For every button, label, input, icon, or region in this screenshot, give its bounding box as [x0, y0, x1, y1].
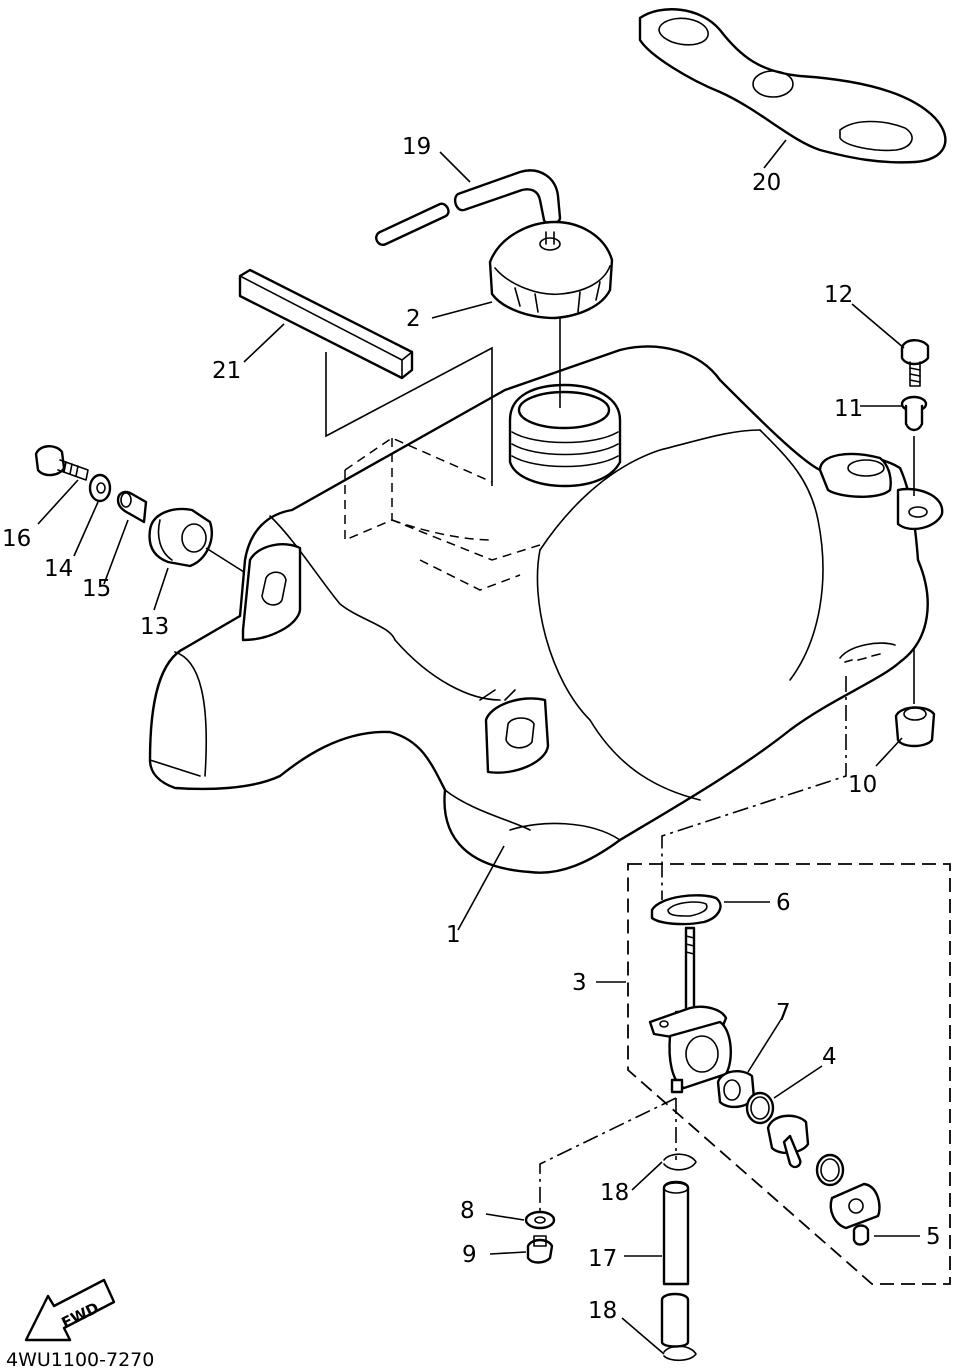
part-plate — [829, 1182, 881, 1230]
callout-20: 20 — [752, 170, 781, 196]
callout-3: 3 — [572, 970, 587, 996]
part-8-washer — [524, 1210, 556, 1230]
part-o-ring-2 — [815, 1153, 845, 1187]
callout-2: 2 — [406, 306, 421, 332]
part-4-o-ring — [745, 1091, 775, 1125]
part-1-fuel-tank — [148, 345, 944, 874]
callout-18-upper: 18 — [600, 1180, 629, 1206]
callout-13: 13 — [140, 614, 169, 640]
callout-7: 7 — [776, 1000, 791, 1026]
part-2-fuel-cap — [488, 220, 614, 320]
part-12-bolt — [900, 339, 930, 387]
part-15-collar — [116, 490, 148, 524]
part-17-fuel-hose — [662, 1180, 690, 1286]
callout-15: 15 — [82, 576, 111, 602]
callout-19: 19 — [402, 134, 431, 160]
part-10-grommet — [894, 706, 936, 748]
callout-16: 16 — [2, 526, 31, 552]
part-hose-end — [660, 1292, 690, 1348]
part-9-drain-screw — [526, 1235, 554, 1264]
part-16-bolt — [34, 445, 89, 481]
part-19-breather-hose — [375, 169, 562, 246]
fwd-arrow: FWD — [24, 1278, 116, 1342]
diagram-code: 4WU1100-7270 — [6, 1349, 154, 1371]
part-11-collar — [900, 395, 928, 432]
callout-11: 11 — [834, 396, 863, 422]
callout-8: 8 — [460, 1198, 475, 1224]
leader-lines — [37, 139, 920, 1355]
part-3-fuel-cock-body — [648, 926, 732, 1094]
part-lever — [766, 1114, 810, 1169]
callout-labels: 1 2 3 4 5 6 7 8 9 10 11 12 13 14 15 16 1… — [2, 134, 941, 1324]
part-14-washer — [88, 473, 112, 503]
callout-17: 17 — [588, 1246, 617, 1272]
callout-4: 4 — [822, 1044, 837, 1070]
callout-9: 9 — [462, 1242, 477, 1268]
part-18-clip-lower — [663, 1345, 697, 1362]
part-6-gasket — [650, 894, 722, 926]
callout-5: 5 — [926, 1224, 941, 1250]
callout-14: 14 — [44, 556, 73, 582]
part-20-gasket-plate — [638, 8, 947, 164]
callout-18-lower: 18 — [588, 1298, 617, 1324]
callout-6: 6 — [776, 890, 791, 916]
part-5-screw — [852, 1224, 870, 1246]
callout-10: 10 — [848, 772, 877, 798]
part-18-clip-upper — [663, 1153, 697, 1171]
callout-12: 12 — [824, 282, 853, 308]
part-21-pad — [238, 268, 414, 380]
part-13-grommet — [148, 507, 213, 568]
callout-21: 21 — [212, 358, 241, 384]
callout-1: 1 — [446, 922, 461, 948]
